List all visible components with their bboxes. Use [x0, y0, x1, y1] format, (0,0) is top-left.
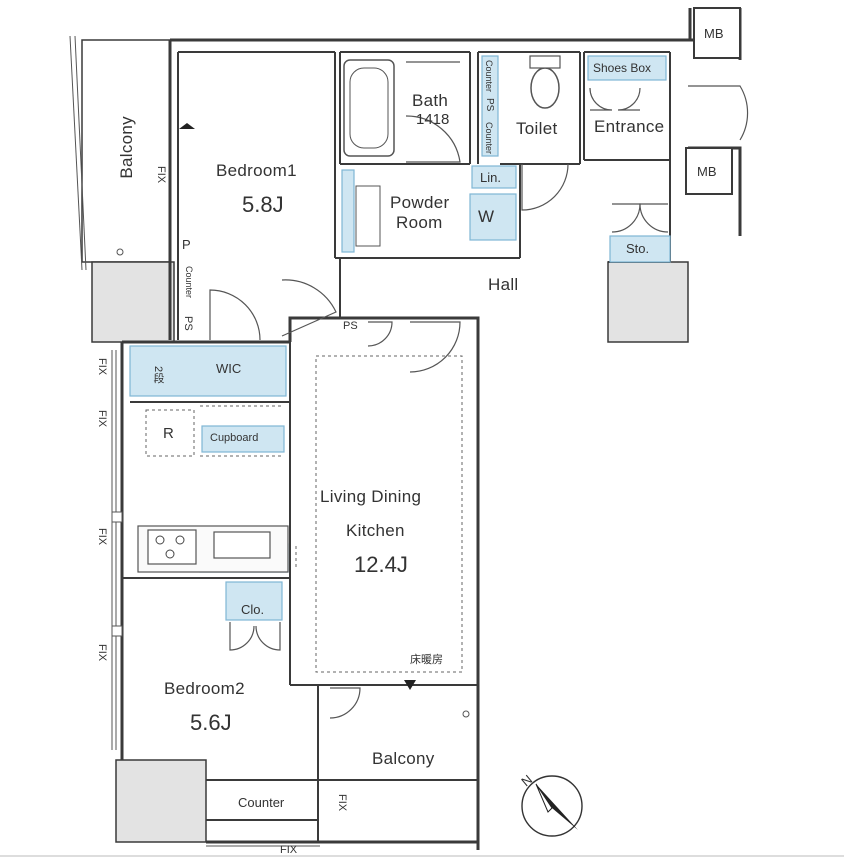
powder-label-1: Powder — [390, 193, 450, 212]
balcony-rail — [74, 35, 87, 271]
structure-column-right — [607, 261, 689, 343]
counter-label-bottom: Counter — [238, 795, 285, 810]
fix-label-left-2: FIX — [96, 410, 108, 428]
burner — [175, 535, 185, 545]
counter-label-bedroom1: Counter — [184, 266, 194, 299]
clo-label: Clo. — [241, 602, 265, 617]
dashed-guides — [145, 355, 463, 673]
ldk-area: 12.4J — [354, 552, 408, 577]
balcony-top-label: Balcony — [117, 116, 136, 179]
structure-column-bottom-left — [115, 759, 207, 843]
ps-label-hall: PS — [343, 320, 358, 332]
doors — [209, 85, 749, 719]
structure-column-left — [91, 261, 175, 343]
bathtub — [343, 59, 395, 157]
balcony-rail — [69, 35, 83, 271]
powder-label-2: Room — [396, 213, 443, 232]
wic-label: WIC — [216, 361, 242, 376]
ldk-label-1: Living Dining — [320, 487, 422, 506]
mb-label-top: MB — [704, 26, 724, 41]
toilet-label: Toilet — [516, 119, 558, 138]
arrow-marker — [404, 680, 416, 690]
arrow-marker — [179, 123, 195, 129]
interior-walls — [122, 51, 671, 842]
w-label: W — [478, 207, 495, 226]
storage-fills — [129, 55, 671, 621]
lin-label: Lin. — [480, 170, 501, 185]
column-small — [111, 625, 123, 637]
bedroom2-label: Bedroom2 — [164, 679, 245, 698]
fix-label-left-4: FIX — [96, 644, 108, 662]
bedroom1-label: Bedroom1 — [216, 161, 297, 180]
counter-label-toilet: Counter — [484, 122, 494, 155]
sink — [213, 531, 271, 559]
entrance-label: Entrance — [594, 117, 665, 136]
balcony-top-floor — [81, 39, 171, 263]
ps-label-bedroom1: PS — [182, 316, 194, 331]
cupboard-label: Cupboard — [210, 432, 259, 444]
toilet-bowl — [530, 67, 560, 109]
mb-box-mid — [685, 147, 733, 195]
two-step-label: 2段 — [152, 366, 164, 384]
shoes-box-label: Shoes Box — [593, 61, 652, 75]
fix-label-balcony: FIX — [336, 794, 348, 812]
hall-label: Hall — [488, 275, 519, 294]
mb-label-mid: MB — [697, 164, 717, 179]
drain — [116, 248, 124, 256]
fix-label-left-3: FIX — [96, 528, 108, 546]
stove — [147, 529, 197, 565]
ps-label-bath: PS — [484, 98, 495, 112]
toilet-tank — [529, 55, 561, 69]
bedroom2-area: 5.6J — [190, 710, 232, 735]
fix-label: FIX — [155, 166, 167, 184]
north-arrow — [536, 784, 578, 830]
bath-label: Bath — [412, 91, 449, 110]
floor-heating-label: 床暖房 — [410, 654, 443, 666]
p-label: P — [182, 237, 191, 252]
mb-box-top — [693, 7, 741, 59]
burner — [155, 535, 165, 545]
drain — [462, 710, 470, 718]
r-label: R — [163, 425, 174, 442]
counter-label-bath: Counter — [484, 60, 494, 93]
north-arrow-tail — [535, 783, 553, 813]
bath-size: 1418 — [416, 111, 450, 128]
column-small — [111, 511, 123, 523]
windows-left — [111, 350, 117, 750]
balcony-bottom-label: Balcony — [372, 749, 435, 768]
sto-label: Sto. — [626, 241, 650, 256]
fix-label-bottom: FIX — [280, 844, 298, 856]
bathtub-inner — [349, 67, 389, 149]
bedroom1-area: 5.8J — [242, 192, 284, 217]
vanity-counter — [355, 185, 381, 247]
ldk-label-2: Kitchen — [346, 521, 405, 540]
burner — [165, 549, 175, 559]
fix-label-left-1: FIX — [96, 358, 108, 376]
